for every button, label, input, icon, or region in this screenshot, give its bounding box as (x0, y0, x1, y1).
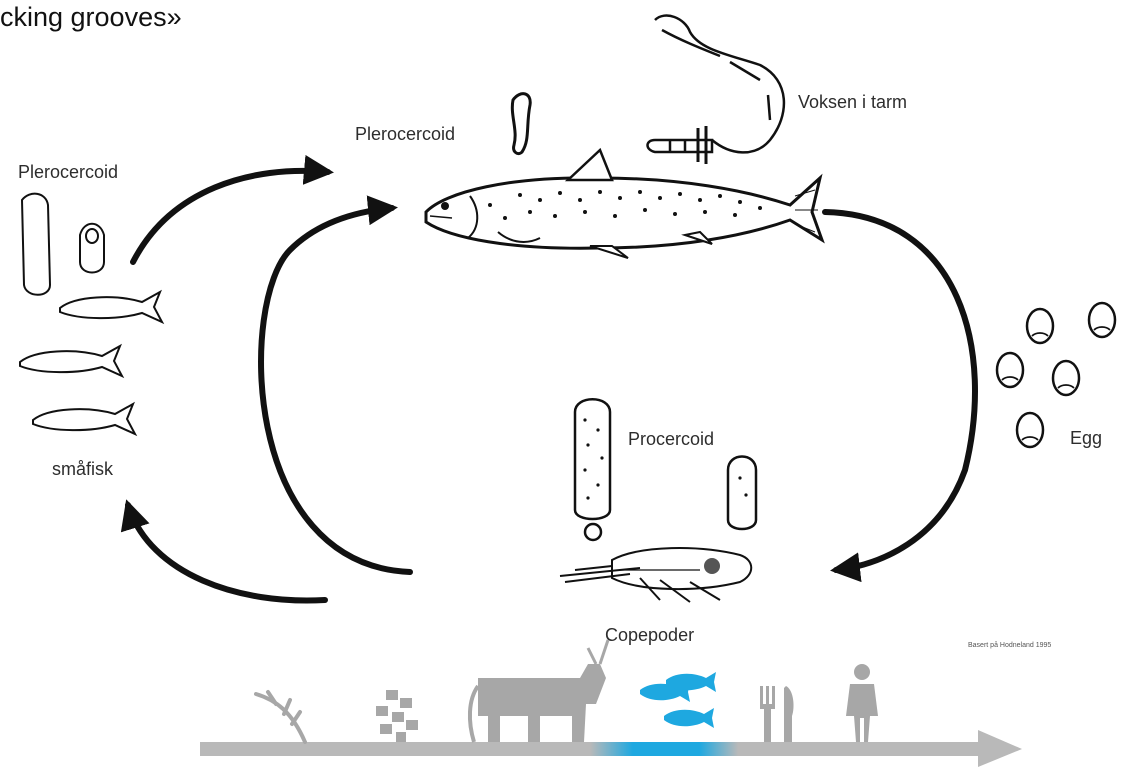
adult-tapeworm-illustration (648, 16, 784, 164)
small-fish-group (20, 292, 162, 434)
cutlery-icon (760, 686, 794, 742)
plerocercoid-larvae-small (22, 194, 104, 295)
human-icon (846, 664, 878, 742)
fish-icon (640, 672, 716, 728)
label-plerocercoid-fish: Plerocercoid (355, 124, 455, 144)
trophic-level-bar (200, 730, 1022, 767)
label-small-fish: småfisk (52, 459, 114, 479)
label-egg: Egg (1070, 428, 1102, 448)
label-adult-in-gut: Voksen i tarm (798, 92, 907, 112)
plerocercoid-larva-near-salmon (512, 94, 530, 154)
arrow-salmon-to-copepod (825, 212, 975, 570)
label-copepod: Copepoder (605, 625, 694, 645)
arrow-copepod-to-smallfish (128, 505, 325, 601)
arrow-smallfish-to-salmon (133, 171, 328, 262)
salmon-illustration (426, 150, 822, 258)
arrow-copepod-to-salmon (261, 208, 410, 572)
credit-text: Basert på Hodneland 1995 (968, 641, 1051, 649)
label-plerocercoid-small: Plerocercoid (18, 162, 118, 182)
label-procercoid: Procercoid (628, 429, 714, 449)
algae-icon (376, 690, 418, 742)
grass-icon (256, 692, 305, 742)
copepod-illustration (560, 548, 751, 602)
top-caption-fragment: cking grooves» (0, 2, 182, 32)
cow-icon (470, 640, 608, 742)
egg-group (997, 303, 1115, 447)
procercoid-larvae (575, 399, 756, 540)
